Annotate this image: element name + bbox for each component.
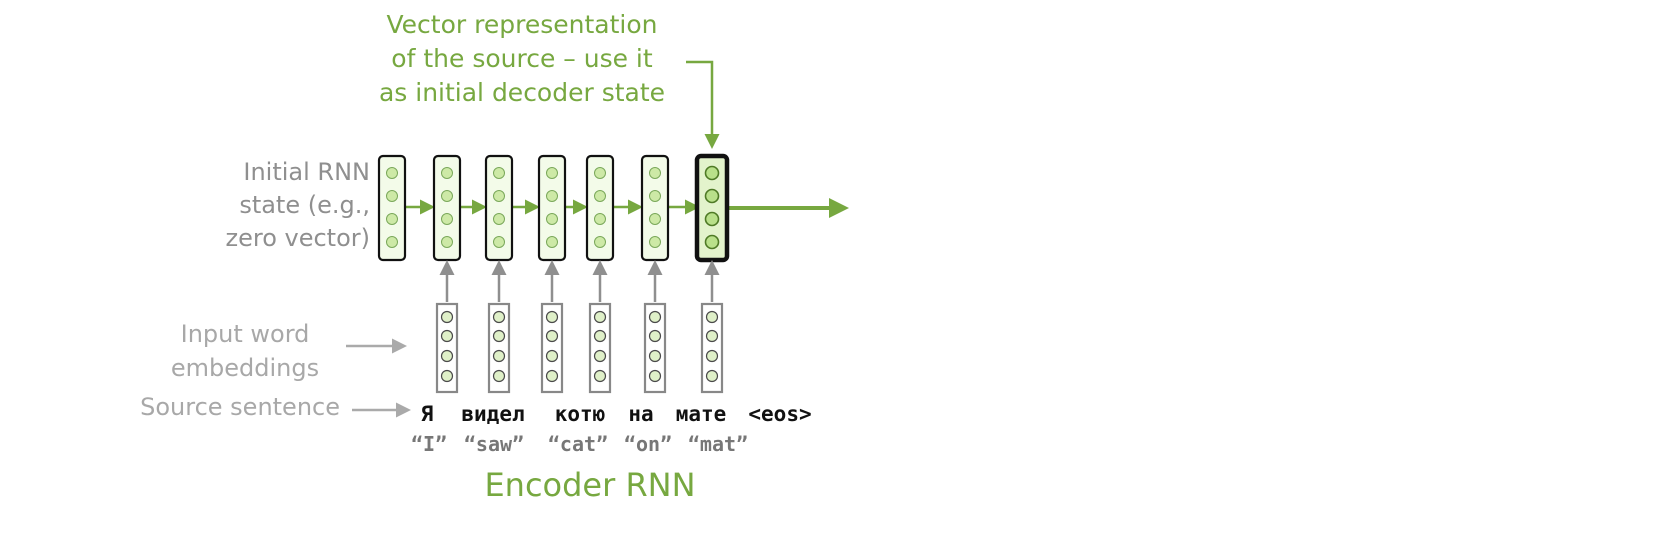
state-neuron [546,167,558,179]
embedding-neuron [593,310,607,324]
embeddings-label-line-2: embeddings [170,354,320,382]
embedding-neuron [648,329,662,343]
embedding-neuron [492,369,506,383]
state-neuron [704,188,720,204]
embedding-neuron [492,329,506,343]
source-sentence-label: Source sentence [140,393,340,421]
embedding-box [540,302,564,394]
state-neuron [704,234,720,250]
embedding-neuron [705,329,719,343]
embedding-neuron [705,369,719,383]
source-token: на [628,402,654,426]
initial-state-label-line-1: Initial RNN [243,158,370,186]
source-token: <eos> [748,402,812,426]
state-neuron [441,236,453,248]
state-neuron [594,167,606,179]
state-neuron [386,213,398,225]
embedding-box [435,302,459,394]
embedding-neuron [545,369,559,383]
state-neuron [386,236,398,248]
state-neuron [594,236,606,248]
state-neuron [441,167,453,179]
embedding-box [643,302,667,394]
state-neuron [386,167,398,179]
state-neuron [546,236,558,248]
state-neuron [704,211,720,227]
source-vector-label-line-3: as initial decoder state [378,78,666,107]
embedding-box [700,302,724,394]
source-vector-label-line-1: Vector representation [386,10,658,39]
state-neuron [493,236,505,248]
embedding-neuron [648,310,662,324]
source-token: Я [420,402,434,426]
embedding-neuron [440,369,454,383]
embeddings-label-line-1: Input word [180,320,310,348]
source-vector-label-line-2: of the source – use it [391,44,653,73]
state-neuron [594,213,606,225]
state-neuron [441,190,453,202]
embedding-neuron [545,329,559,343]
embedding-neuron [705,310,719,324]
token-translation: “saw” [463,432,525,456]
state-neuron [441,213,453,225]
embedding-neuron [545,349,559,363]
embedding-neuron [440,329,454,343]
token-translation: “mat” [687,432,749,456]
token-translation: “on” [623,432,673,456]
state-neuron [649,213,661,225]
initial-state-box [377,154,407,262]
embedding-neuron [705,349,719,363]
initial-state-label: Initial RNN state (e.g., zero vector) [200,156,370,255]
initial-state-label-line-2: state (e.g., [239,191,370,219]
source-token: мате [675,402,727,426]
state-neuron [594,190,606,202]
source-vector-arrow [686,60,720,149]
embedding-neuron [492,310,506,324]
embedding-neuron [440,349,454,363]
source-token: котю [554,402,606,426]
state-neuron [546,190,558,202]
state-neuron [546,213,558,225]
embedding-neuron [593,369,607,383]
state-neuron [493,190,505,202]
embedding-neuron [440,310,454,324]
embedding-box [487,302,511,394]
state-neuron [493,167,505,179]
state-neuron [649,236,661,248]
source-vector-label: Vector representation of the source – us… [372,8,672,110]
state-neuron [649,167,661,179]
embedding-neuron [593,349,607,363]
state-neuron [493,213,505,225]
state-neuron [649,190,661,202]
initial-state-label-line-3: zero vector) [225,224,370,252]
embedding-box [588,302,612,394]
embedding-neuron [593,329,607,343]
embedding-neuron [648,349,662,363]
embedding-neuron [648,369,662,383]
state-neuron [386,190,398,202]
embeddings-label: Input word embeddings [150,317,340,385]
token-translation: “cat” [547,432,609,456]
encoder-rnn-label: Encoder RNN [484,466,696,504]
embedding-neuron [492,349,506,363]
source-token: видел [461,402,525,426]
state-neuron [704,165,720,181]
embedding-neuron [545,310,559,324]
token-translation: “I” [410,432,448,456]
